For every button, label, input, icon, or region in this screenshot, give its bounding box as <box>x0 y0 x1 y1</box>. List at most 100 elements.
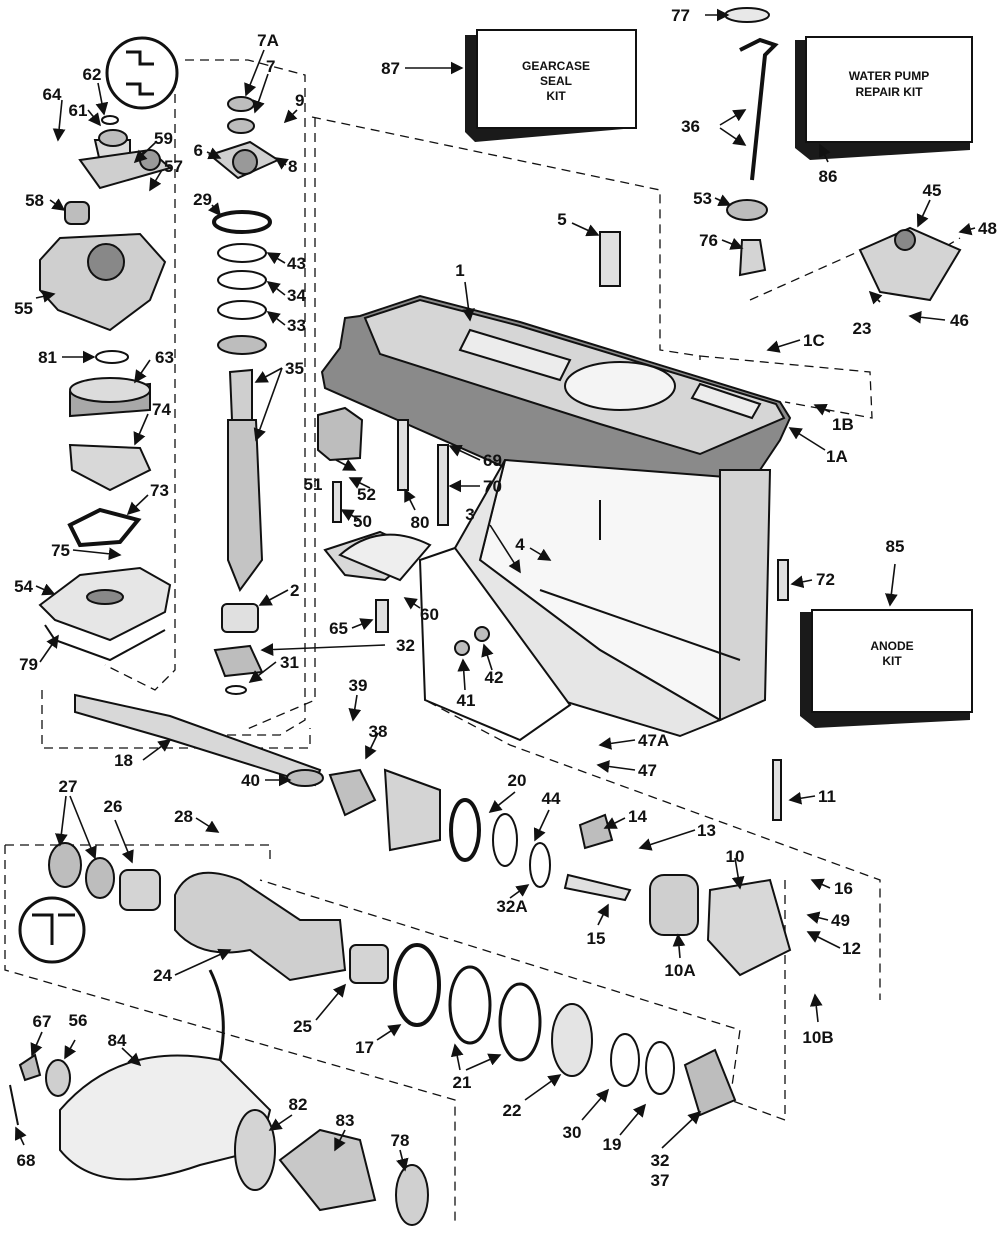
callout-28: 28 <box>174 807 193 826</box>
gearcase-right-outline <box>699 355 873 419</box>
callout-20: 20 <box>508 771 527 790</box>
callout-83: 83 <box>336 1111 355 1130</box>
callout-67: 67 <box>33 1012 52 1031</box>
callout-86: 86 <box>819 167 838 186</box>
callout-21: 21 <box>453 1073 472 1092</box>
callout-72: 72 <box>816 570 835 589</box>
callout-81: 81 <box>38 348 57 367</box>
callout-62: 62 <box>83 65 102 84</box>
callout-39: 39 <box>349 676 368 695</box>
callout-18: 18 <box>114 751 133 770</box>
callout-14: 14 <box>628 807 647 826</box>
callout-45: 45 <box>923 181 942 200</box>
callout-54: 54 <box>14 577 33 596</box>
kit-line: KIT <box>546 89 566 103</box>
callout-38: 38 <box>369 722 388 741</box>
callout-74: 74 <box>152 400 171 419</box>
callout-5: 5 <box>557 210 566 229</box>
callout-26: 26 <box>104 797 123 816</box>
callout-47: 47 <box>638 761 657 780</box>
callout-79: 79 <box>19 655 38 674</box>
gearcase-seal-kit: GEARCASE SEAL KIT <box>465 29 637 142</box>
callout-22: 22 <box>503 1101 522 1120</box>
callout-42: 42 <box>485 668 504 687</box>
callout-47A: 47A <box>638 731 669 750</box>
callout-59: 59 <box>154 129 173 148</box>
leader-lines <box>14 8 976 1172</box>
callout-87: 87 <box>381 59 400 78</box>
callout-32A: 32A <box>496 897 527 916</box>
callout-80: 80 <box>411 513 430 532</box>
callout-51: 51 <box>304 475 323 494</box>
callout-82: 82 <box>289 1095 308 1114</box>
callout-8: 8 <box>288 157 297 176</box>
callout-76: 76 <box>699 231 718 250</box>
callout-77: 77 <box>671 6 690 25</box>
driveshaft-group-outline <box>185 59 306 736</box>
callout-34: 34 <box>287 286 306 305</box>
callout-85: 85 <box>886 537 905 556</box>
callout-9: 9 <box>295 91 304 110</box>
callout-41: 41 <box>457 691 476 710</box>
callout-15: 15 <box>587 929 606 948</box>
callout-37: 37 <box>651 1171 670 1190</box>
callout-36: 36 <box>681 117 700 136</box>
callout-27: 27 <box>59 777 78 796</box>
callout-73: 73 <box>150 481 169 500</box>
kit-line: ANODE <box>870 639 913 653</box>
upper-right-parts <box>599 7 962 302</box>
callout-1C: 1C <box>803 331 825 350</box>
bearing-housing-outline <box>4 844 456 1225</box>
callout-3: 3 <box>465 505 474 524</box>
callout-35: 35 <box>285 359 304 378</box>
callout-4: 4 <box>515 535 525 554</box>
water-pump-repair-kit: WATER PUMP REPAIR KIT <box>795 36 973 160</box>
callout-7A: 7A <box>257 31 279 50</box>
callout-16: 16 <box>834 879 853 898</box>
middle-parts <box>317 406 789 656</box>
callout-52: 52 <box>357 485 376 504</box>
callout-46: 46 <box>950 311 969 330</box>
callout-1B: 1B <box>832 415 854 434</box>
callout-32: 32 <box>396 636 415 655</box>
callout-30: 30 <box>563 1123 582 1142</box>
callout-68: 68 <box>17 1151 36 1170</box>
callout-32-b: 32 <box>651 1151 670 1170</box>
callout-33: 33 <box>287 316 306 335</box>
kit-line: REPAIR KIT <box>855 85 923 99</box>
kit-line: WATER PUMP <box>849 69 929 83</box>
callout-78: 78 <box>391 1131 410 1150</box>
callout-55: 55 <box>14 299 33 318</box>
callout-75: 75 <box>51 541 70 560</box>
callout-65: 65 <box>329 619 348 638</box>
propshaft-outline <box>41 690 311 749</box>
callout-64: 64 <box>43 85 62 104</box>
callout-58: 58 <box>25 191 44 210</box>
callout-69: 69 <box>483 451 502 470</box>
callout-43: 43 <box>287 254 306 273</box>
callout-53: 53 <box>693 189 712 208</box>
gearcase-housing <box>320 294 792 742</box>
callout-7: 7 <box>266 57 275 76</box>
callout-50: 50 <box>353 512 372 531</box>
callout-63: 63 <box>155 348 174 367</box>
anode-kit: ANODE KIT <box>800 609 973 728</box>
callout-23: 23 <box>853 319 872 338</box>
kit-line: GEARCASE <box>522 59 590 73</box>
seal-detail-circle <box>105 36 179 110</box>
callout-49: 49 <box>831 911 850 930</box>
callout-31: 31 <box>280 653 299 672</box>
callout-1A: 1A <box>826 447 848 466</box>
kit-line: SEAL <box>540 74 572 88</box>
kit-line: KIT <box>882 654 902 668</box>
callout-60: 60 <box>420 605 439 624</box>
callout-84: 84 <box>108 1031 127 1050</box>
callout-24: 24 <box>153 966 172 985</box>
callout-19: 19 <box>603 1135 622 1154</box>
callout-61: 61 <box>69 101 88 120</box>
callout-12: 12 <box>842 939 861 958</box>
propshaft-parts <box>74 693 792 977</box>
callout-2: 2 <box>290 581 299 600</box>
water-pump-parts <box>38 36 179 662</box>
